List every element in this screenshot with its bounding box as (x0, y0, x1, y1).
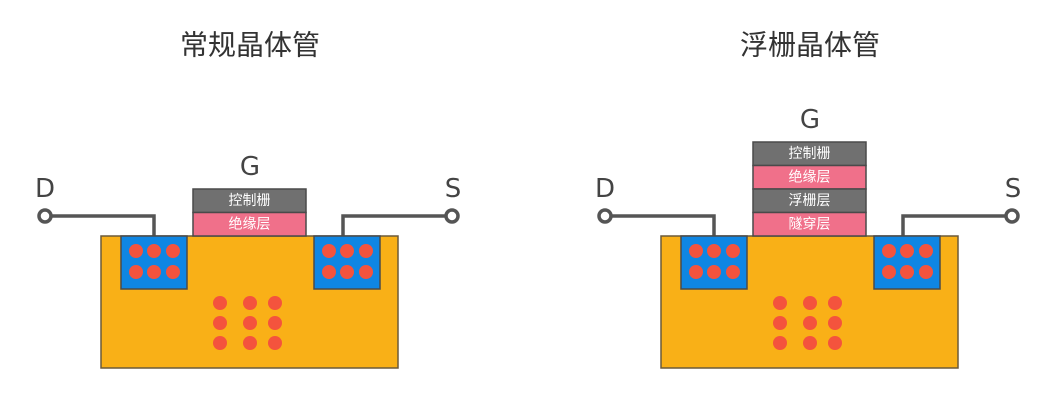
source-label: S (1005, 174, 1022, 204)
carrier-dot (268, 296, 282, 310)
electron-dot (147, 265, 161, 279)
electron-dot (726, 265, 740, 279)
source-terminal-icon (1004, 208, 1020, 224)
carrier-dot (213, 316, 227, 330)
electron-dot (340, 265, 354, 279)
gate-layer-label: 浮栅层 (789, 193, 831, 209)
electron-dot (919, 244, 933, 258)
gate-layer-label: 控制栅 (789, 146, 831, 162)
source-n-well (313, 235, 381, 290)
carrier-dot (803, 296, 817, 310)
source-label: S (445, 174, 462, 204)
carrier-dot (243, 336, 257, 350)
drain-label: D (595, 174, 615, 204)
source-wire (901, 214, 1012, 237)
electron-dot (689, 265, 703, 279)
electron-dot (166, 244, 180, 258)
electron-dot (322, 244, 336, 258)
electron-dot (726, 244, 740, 258)
source-n-well (873, 235, 941, 290)
carrier-dot (828, 296, 842, 310)
gate-layer-label: 绝缘层 (229, 216, 271, 232)
drain-n-well (120, 235, 188, 290)
carrier-dot (773, 316, 787, 330)
electron-dot (359, 265, 373, 279)
gate-layer (752, 211, 867, 237)
carrier-dot (803, 336, 817, 350)
drain-wire (605, 214, 716, 237)
gate-label: G (240, 152, 260, 182)
diagram-title: 浮栅晶体管 (740, 29, 880, 62)
carrier-dot (243, 296, 257, 310)
gate-layer (192, 211, 307, 237)
diagram-title: 常规晶体管 (180, 29, 320, 62)
drain-terminal-icon (597, 208, 613, 224)
carrier-dot (268, 336, 282, 350)
electron-dot (340, 244, 354, 258)
electron-dot (322, 265, 336, 279)
carrier-dot (773, 336, 787, 350)
electron-dot (882, 244, 896, 258)
carrier-dot (828, 316, 842, 330)
carrier-dot (213, 296, 227, 310)
electron-dot (129, 265, 143, 279)
gate-label: G (800, 105, 820, 135)
gate-layer-label: 绝缘层 (789, 169, 831, 185)
carrier-dot (213, 336, 227, 350)
electron-dot (900, 244, 914, 258)
drain-n-well (680, 235, 748, 290)
electron-dot (689, 244, 703, 258)
drain-wire (45, 214, 156, 237)
electron-dot (707, 244, 721, 258)
carrier-dot (773, 296, 787, 310)
electron-dot (147, 244, 161, 258)
source-wire (341, 214, 452, 237)
gate-layer-label: 控制栅 (229, 193, 271, 209)
electron-dot (919, 265, 933, 279)
gate-layer-label: 隧穿层 (789, 216, 831, 232)
drain-terminal-icon (37, 208, 53, 224)
carrier-dot (243, 316, 257, 330)
electron-dot (707, 265, 721, 279)
carrier-dot (828, 336, 842, 350)
electron-dot (359, 244, 373, 258)
electron-dot (882, 265, 896, 279)
electron-dot (166, 265, 180, 279)
drain-label: D (35, 174, 55, 204)
carrier-dot (268, 316, 282, 330)
source-terminal-icon (444, 208, 460, 224)
carrier-dot (803, 316, 817, 330)
electron-dot (900, 265, 914, 279)
electron-dot (129, 244, 143, 258)
